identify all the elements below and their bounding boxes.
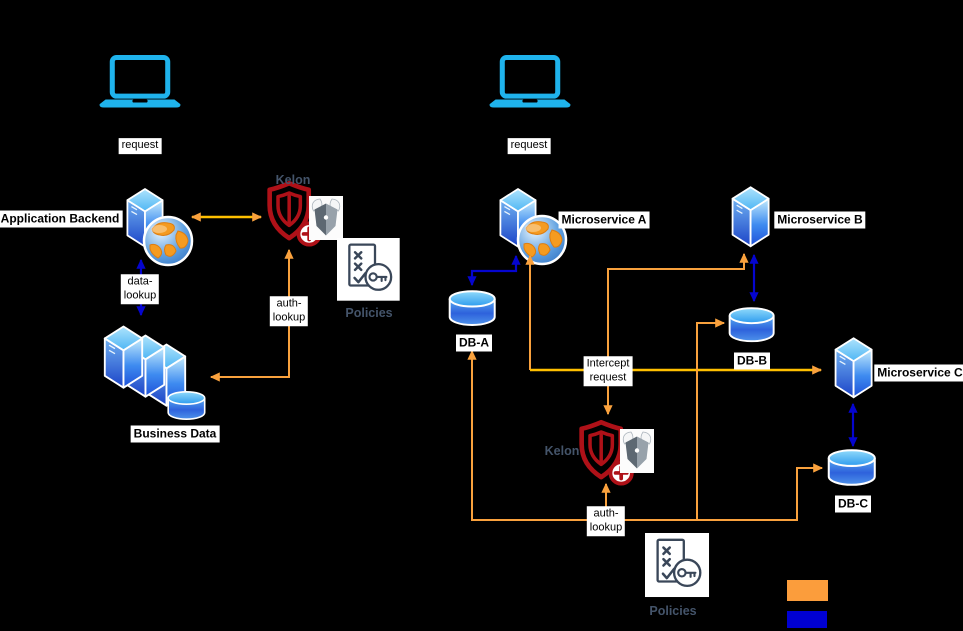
microservice-a-label: Microservice A <box>558 211 650 229</box>
intercept-line1: Intercept <box>586 357 630 370</box>
request-label-left: request <box>118 138 162 154</box>
policies-icon-right <box>643 531 711 599</box>
policies-icon-left <box>335 236 401 302</box>
database-icon-db-b <box>728 307 775 343</box>
server-icon-microservice-c <box>834 337 873 399</box>
laptop-icon-left <box>100 58 181 108</box>
data-lookup-label: data- lookup <box>120 274 160 304</box>
arrow-msb-kelon <box>603 252 749 416</box>
policies-label-right: Policies <box>649 604 697 618</box>
laptop-icon-right <box>490 58 571 108</box>
database-icon-business-data <box>167 391 206 421</box>
server-icon-business-data-1 <box>103 325 144 389</box>
kelon-label-left: Kelon <box>275 173 311 187</box>
microservice-b-label: Microservice B <box>774 211 866 229</box>
db-b-label: DB-B <box>734 352 770 370</box>
auth-lookup-left-line2: lookup <box>272 311 306 323</box>
data-lookup-line2: lookup <box>123 289 157 301</box>
auth-lookup-left-line1: auth- <box>276 297 302 310</box>
server-icon-microservice-b <box>731 186 770 248</box>
database-icon-db-c <box>827 449 876 486</box>
auth-lookup-right-line2: lookup <box>589 521 623 533</box>
auth-lookup-label-left: auth- lookup <box>269 296 309 326</box>
legend-swatch-orange <box>787 580 828 601</box>
data-lookup-line1: data- <box>127 275 153 288</box>
arrow-auth-lookup-main <box>467 349 824 521</box>
policies-label-left: Policies <box>345 306 393 320</box>
request-label-right: request <box>507 138 551 154</box>
opa-logo-icon-right <box>619 428 655 474</box>
arrow-auth-lookup-dbb <box>696 318 726 520</box>
microservice-c-label: Microservice C <box>874 364 963 382</box>
application-backend-label: Application Backend <box>0 210 123 228</box>
business-data-label: Business Data <box>130 425 220 443</box>
legend-swatch-blue <box>787 611 827 628</box>
kelon-label-right: Kelon <box>544 444 580 458</box>
db-a-label: DB-A <box>456 334 492 352</box>
auth-lookup-label-right: auth- lookup <box>586 506 626 536</box>
arrow-auth-lookup-left <box>209 248 294 382</box>
opa-logo-icon-left <box>308 195 344 241</box>
auth-lookup-right-line1: auth- <box>593 507 619 520</box>
intercept-line2: request <box>589 371 627 383</box>
arrow-msa-dba <box>467 254 521 287</box>
database-icon-db-a <box>448 290 496 326</box>
db-c-label: DB-C <box>835 495 871 513</box>
intercept-request-label: Intercept request <box>583 356 633 386</box>
globe-icon-application-backend <box>142 215 194 267</box>
